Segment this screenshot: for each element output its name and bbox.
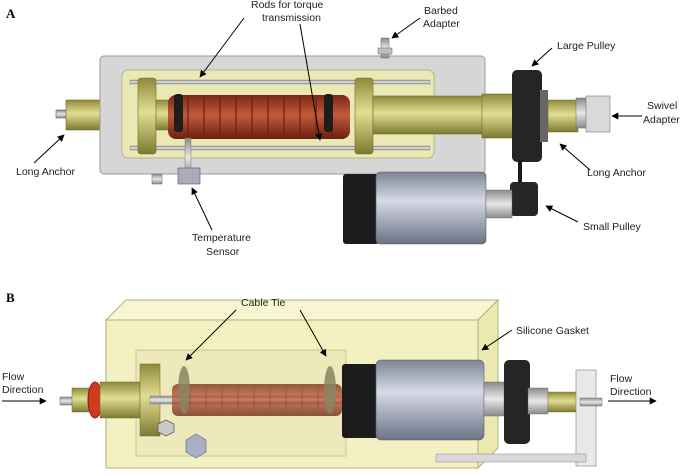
torque-rod-top	[129, 79, 431, 85]
arrow-silicone-gasket	[481, 329, 513, 351]
label-silicone-gasket: Silicone Gasket	[516, 325, 589, 337]
label-large-pulley: Large Pulley	[557, 40, 616, 52]
barbed-adapter	[377, 37, 393, 59]
torque-rod-bottom	[129, 145, 431, 151]
support-bracket	[575, 369, 597, 467]
label-long-anchor-right: Long Anchor	[587, 167, 646, 179]
large-pulley	[512, 70, 548, 162]
vessel-graft	[168, 95, 350, 139]
clamp-left	[174, 94, 183, 132]
hex-nut	[185, 433, 207, 459]
panel-b: B	[2, 290, 657, 470]
label-barbed-line2: Adapter	[423, 18, 460, 30]
arrow-rods-bottom	[299, 23, 323, 141]
arrow-barbed	[391, 17, 421, 39]
arrow-cable-tie-right	[299, 309, 327, 357]
arrow-cable-tie-left	[185, 309, 237, 361]
flange-left	[137, 77, 157, 155]
cable-tie-right	[324, 366, 336, 414]
bottom-fitting	[151, 173, 163, 185]
small-pulley	[510, 182, 538, 216]
arrow-long-anchor-left	[33, 134, 65, 164]
motor-a	[343, 171, 513, 245]
temperature-sensor	[177, 137, 201, 185]
panel-a: A	[6, 0, 680, 258]
arrow-large-pulley	[531, 47, 553, 67]
arrow-rods-top	[199, 17, 245, 78]
panel-b-letter: B	[6, 290, 15, 305]
label-cable-tie: Cable Tie	[241, 297, 286, 309]
arrow-long-anchor-right	[559, 143, 591, 171]
label-flow-right-line1: Flow	[610, 373, 633, 385]
base-rail	[435, 453, 587, 463]
label-temp-line1: Temperature	[192, 232, 251, 244]
cable-tie-left	[178, 366, 190, 414]
bolt-head	[157, 419, 175, 437]
clamp-right	[324, 94, 333, 132]
panel-a-letter: A	[6, 6, 16, 21]
label-long-anchor-left: Long Anchor	[16, 166, 75, 178]
label-rods-line2: transmission	[262, 12, 321, 24]
outlet-fitting	[579, 397, 603, 407]
label-flow-left-line1: Flow	[2, 371, 25, 383]
label-swivel-line1: Swivel	[647, 100, 677, 112]
arrow-small-pulley	[545, 205, 579, 223]
label-flow-left-line2: Direction	[2, 384, 44, 396]
flange-right	[354, 77, 374, 155]
label-rods-line1: Rods for torque	[251, 0, 324, 11]
label-swivel-line2: Adapter	[643, 114, 680, 126]
box-top-face	[104, 299, 500, 321]
motor-b	[342, 359, 505, 441]
pulley-b	[504, 360, 530, 444]
label-barbed-line1: Barbed	[424, 5, 458, 17]
label-small-pulley: Small Pulley	[583, 221, 642, 233]
vessel-graft-b	[172, 384, 342, 416]
label-flow-right-line2: Direction	[610, 386, 652, 398]
label-temp-line2: Sensor	[206, 246, 240, 258]
arrow-temp-sensor	[191, 187, 213, 231]
swivel-adapter	[575, 95, 611, 133]
